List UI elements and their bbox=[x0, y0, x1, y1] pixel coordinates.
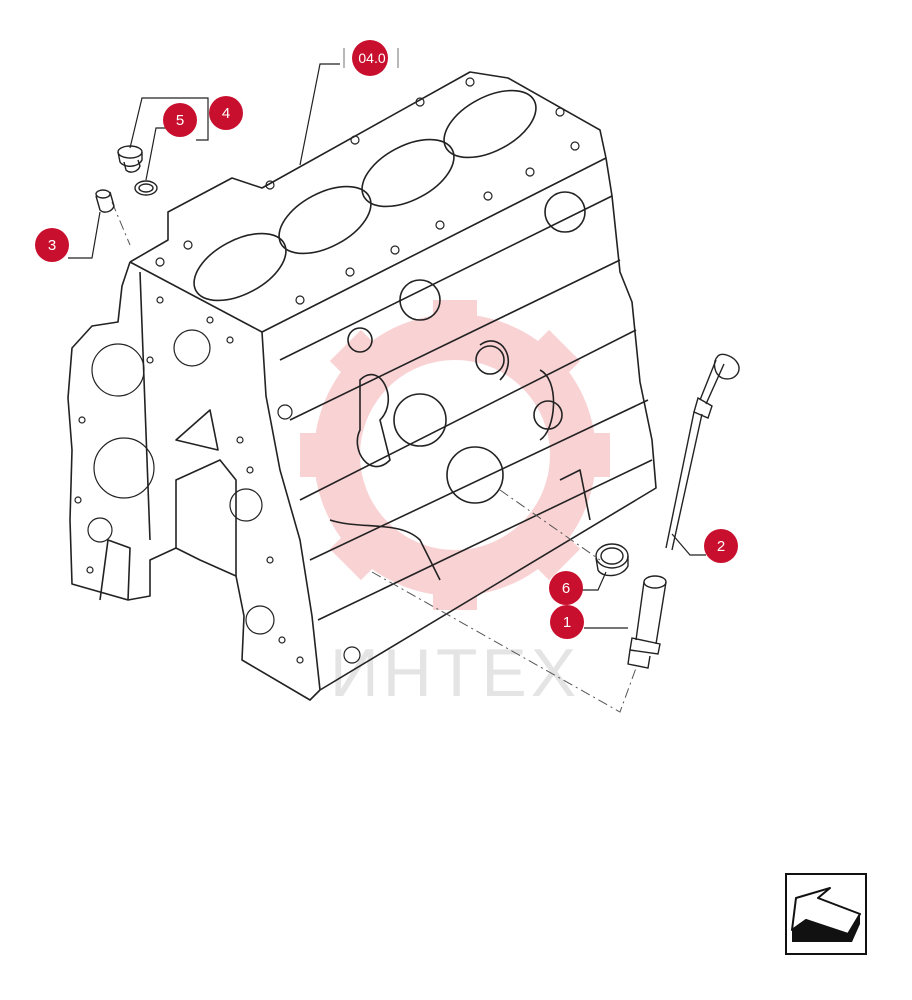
part-2-dipstick bbox=[665, 353, 740, 551]
part-4-washer bbox=[134, 180, 158, 196]
callout-2-label: 2 bbox=[717, 538, 725, 555]
watermark-text: ИНТЕХ bbox=[330, 635, 580, 711]
centerlines bbox=[111, 201, 637, 713]
return-arrow-icon[interactable] bbox=[785, 873, 867, 955]
callout-3-label: 3 bbox=[48, 237, 56, 254]
callout-5-label: 5 bbox=[176, 112, 184, 129]
part-6-seal-ring bbox=[595, 543, 629, 577]
part-5-plug bbox=[117, 145, 143, 173]
callout-1-label: 1 bbox=[563, 614, 571, 631]
callout-6-label: 6 bbox=[562, 580, 570, 597]
callout-5[interactable]: 5 bbox=[163, 103, 197, 137]
callout-1[interactable]: 1 bbox=[550, 605, 584, 639]
watermark: ИНТЕХ bbox=[300, 300, 610, 711]
leader-lines bbox=[68, 63, 706, 629]
callout-6[interactable]: 6 bbox=[549, 571, 583, 605]
reference-label: 04.0 bbox=[358, 50, 385, 66]
gear-logo-icon bbox=[300, 300, 610, 610]
reference-badge[interactable]: 04.0 bbox=[343, 40, 399, 76]
callout-4[interactable]: 4 bbox=[209, 96, 243, 130]
engine-block-drawing bbox=[67, 71, 657, 701]
part-1-dipstick-tube bbox=[627, 575, 667, 669]
part-3-sleeve bbox=[95, 189, 115, 213]
callout-3[interactable]: 3 bbox=[35, 228, 69, 262]
callout-2[interactable]: 2 bbox=[704, 529, 738, 563]
callout-4-label: 4 bbox=[222, 105, 230, 122]
